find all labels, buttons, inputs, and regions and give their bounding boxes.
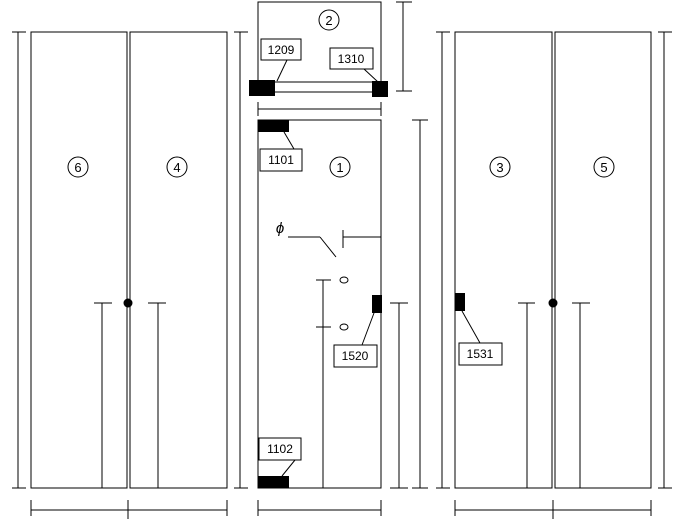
svg-text:4: 4 <box>173 160 180 175</box>
panel-6-label: 6 <box>67 156 89 178</box>
panel-2-top-box <box>257 1 382 93</box>
svg-text:5: 5 <box>600 160 607 175</box>
hinge-1101 <box>258 120 289 132</box>
tag-1102: 1102 <box>258 437 302 477</box>
contact-lower <box>339 323 349 331</box>
panel-6-door <box>30 31 128 489</box>
svg-text:1531: 1531 <box>467 347 494 361</box>
panel-5-label: 5 <box>593 156 615 178</box>
phi-symbol: ϕ <box>276 220 284 237</box>
tag-1520: 1520 <box>333 312 378 368</box>
tag-1531: 1531 <box>458 310 503 366</box>
center-lock-dot-left <box>123 298 133 308</box>
panel-1-door <box>257 119 382 489</box>
svg-text:3: 3 <box>496 160 503 175</box>
panel-3-label: 3 <box>489 156 511 178</box>
latch-1531 <box>455 293 465 311</box>
clip-1209 <box>249 80 275 96</box>
panel-4-label: 4 <box>166 156 188 178</box>
center-lock-dot-right <box>548 298 558 308</box>
svg-text:1101: 1101 <box>268 153 294 167</box>
right-cabinet-pair <box>436 31 672 519</box>
switch-arm <box>319 236 337 258</box>
left-cabinet-pair <box>12 31 248 519</box>
center-cabinet <box>249 1 428 516</box>
contact-upper <box>339 276 349 284</box>
clip-1310 <box>372 81 388 97</box>
panel-2-label: 2 <box>318 9 340 31</box>
svg-text:1102: 1102 <box>267 442 293 456</box>
svg-text:1209: 1209 <box>268 43 295 57</box>
panel-4-door <box>129 31 228 489</box>
panel-3-door <box>454 31 553 489</box>
tag-1209: 1209 <box>260 38 302 82</box>
panel-1-label: 1 <box>329 156 351 178</box>
svg-text:1: 1 <box>336 160 343 175</box>
hinge-1102 <box>258 476 289 488</box>
panel-5-door <box>554 31 652 489</box>
svg-text:6: 6 <box>74 160 81 175</box>
svg-text:2: 2 <box>325 13 332 28</box>
svg-text:1520: 1520 <box>342 349 369 363</box>
latch-1520 <box>372 295 382 313</box>
tag-1101: 1101 <box>259 131 303 172</box>
tag-1310: 1310 <box>329 47 379 83</box>
svg-text:1310: 1310 <box>338 52 365 66</box>
